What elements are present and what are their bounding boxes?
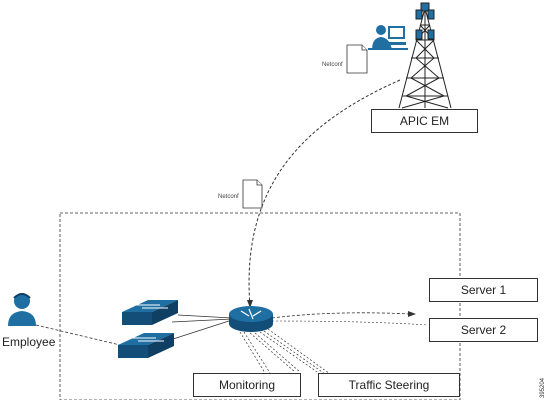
switch-router-link: [171, 318, 233, 323]
employee-label: Employee: [2, 335, 56, 349]
switch-icon: [118, 333, 174, 358]
router-icon: [229, 306, 273, 332]
figure-id: 395204: [540, 377, 546, 398]
netconf-label-top: Netconf: [322, 62, 343, 68]
apic-em-box: APIC EM: [371, 109, 478, 133]
traffic-steering-box: Traffic Steering: [318, 373, 460, 397]
monitoring-box: Monitoring: [193, 373, 301, 397]
tower-icon: [398, 2, 452, 109]
switch-icon: [122, 300, 178, 325]
switch-router-link: [177, 314, 233, 319]
server-2-box: Server 2: [429, 318, 538, 342]
server-link: [271, 320, 429, 326]
server-link: [271, 312, 411, 319]
switch-router-link: [169, 319, 233, 341]
netconf-link: [248, 79, 401, 307]
user-icon: [8, 293, 36, 326]
employee-link: [35, 324, 121, 346]
server-1-box: Server 1: [429, 278, 538, 302]
operator-icon: [368, 25, 408, 50]
netconf-label-mid: Netconf: [218, 194, 239, 200]
network-boundary: [59, 212, 461, 400]
document-icon: [346, 44, 368, 74]
service-links: [239, 328, 331, 375]
document-icon: [242, 179, 263, 209]
